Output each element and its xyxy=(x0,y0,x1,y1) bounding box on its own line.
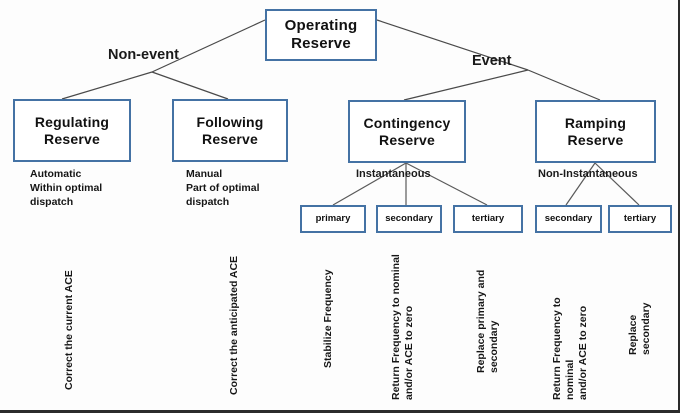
leaf-tertiary-contingency-label: tertiary xyxy=(471,213,505,225)
leaf-secondary-contingency-label: secondary xyxy=(385,213,433,225)
branch-label-event: Event xyxy=(472,53,512,69)
description-regulating: Automatic Within optimal dispatch xyxy=(30,168,103,209)
leaf-tertiary-ramping[interactable]: tertiary xyxy=(608,205,672,233)
node-ramping-reserve[interactable]: Ramping Reserve xyxy=(535,100,656,163)
vlabel-replace-secondary: Replace secondary xyxy=(627,302,653,355)
node-following-reserve-label: Following Reserve xyxy=(196,113,264,147)
vlabel-correct-anticipated-ace: Correct the anticipated ACE xyxy=(228,255,240,395)
leaf-primary[interactable]: primary xyxy=(300,205,366,233)
leaf-primary-label: primary xyxy=(315,213,351,225)
leaf-secondary-contingency[interactable]: secondary xyxy=(376,205,442,233)
group-label-instantaneous: Instantaneous xyxy=(356,168,431,180)
vlabel-return-frequency-ramping: Return Frequency to nominal and/or ACE t… xyxy=(551,297,590,400)
node-following-reserve[interactable]: Following Reserve xyxy=(172,99,288,162)
vlabel-replace-primary-secondary: Replace primary and secondary xyxy=(475,269,501,373)
vlabel-stabilize-frequency: Stabilize Frequency xyxy=(322,269,334,368)
node-operating-reserve[interactable]: Operating Reserve xyxy=(265,9,377,61)
leaf-tertiary-ramping-label: tertiary xyxy=(623,213,657,225)
leaf-secondary-ramping-label: secondary xyxy=(544,213,593,225)
node-operating-reserve-label: Operating Reserve xyxy=(284,17,358,52)
description-following: Manual Part of optimal dispatch xyxy=(186,168,260,209)
node-ramping-reserve-label: Ramping Reserve xyxy=(564,114,627,148)
vlabel-return-frequency-contingency: Return Frequency to nominal and/or ACE t… xyxy=(390,254,416,400)
node-regulating-reserve-label: Regulating Reserve xyxy=(34,113,110,147)
vlabel-correct-current-ace: Correct the current ACE xyxy=(63,270,75,390)
group-label-non-instantaneous: Non-Instantaneous xyxy=(538,168,638,180)
node-regulating-reserve[interactable]: Regulating Reserve xyxy=(13,99,131,162)
node-contingency-reserve[interactable]: Contingency Reserve xyxy=(348,100,466,163)
branch-label-non-event: Non-event xyxy=(108,47,179,63)
leaf-tertiary-contingency[interactable]: tertiary xyxy=(453,205,523,233)
leaf-secondary-ramping[interactable]: secondary xyxy=(535,205,602,233)
node-contingency-reserve-label: Contingency Reserve xyxy=(363,114,451,148)
